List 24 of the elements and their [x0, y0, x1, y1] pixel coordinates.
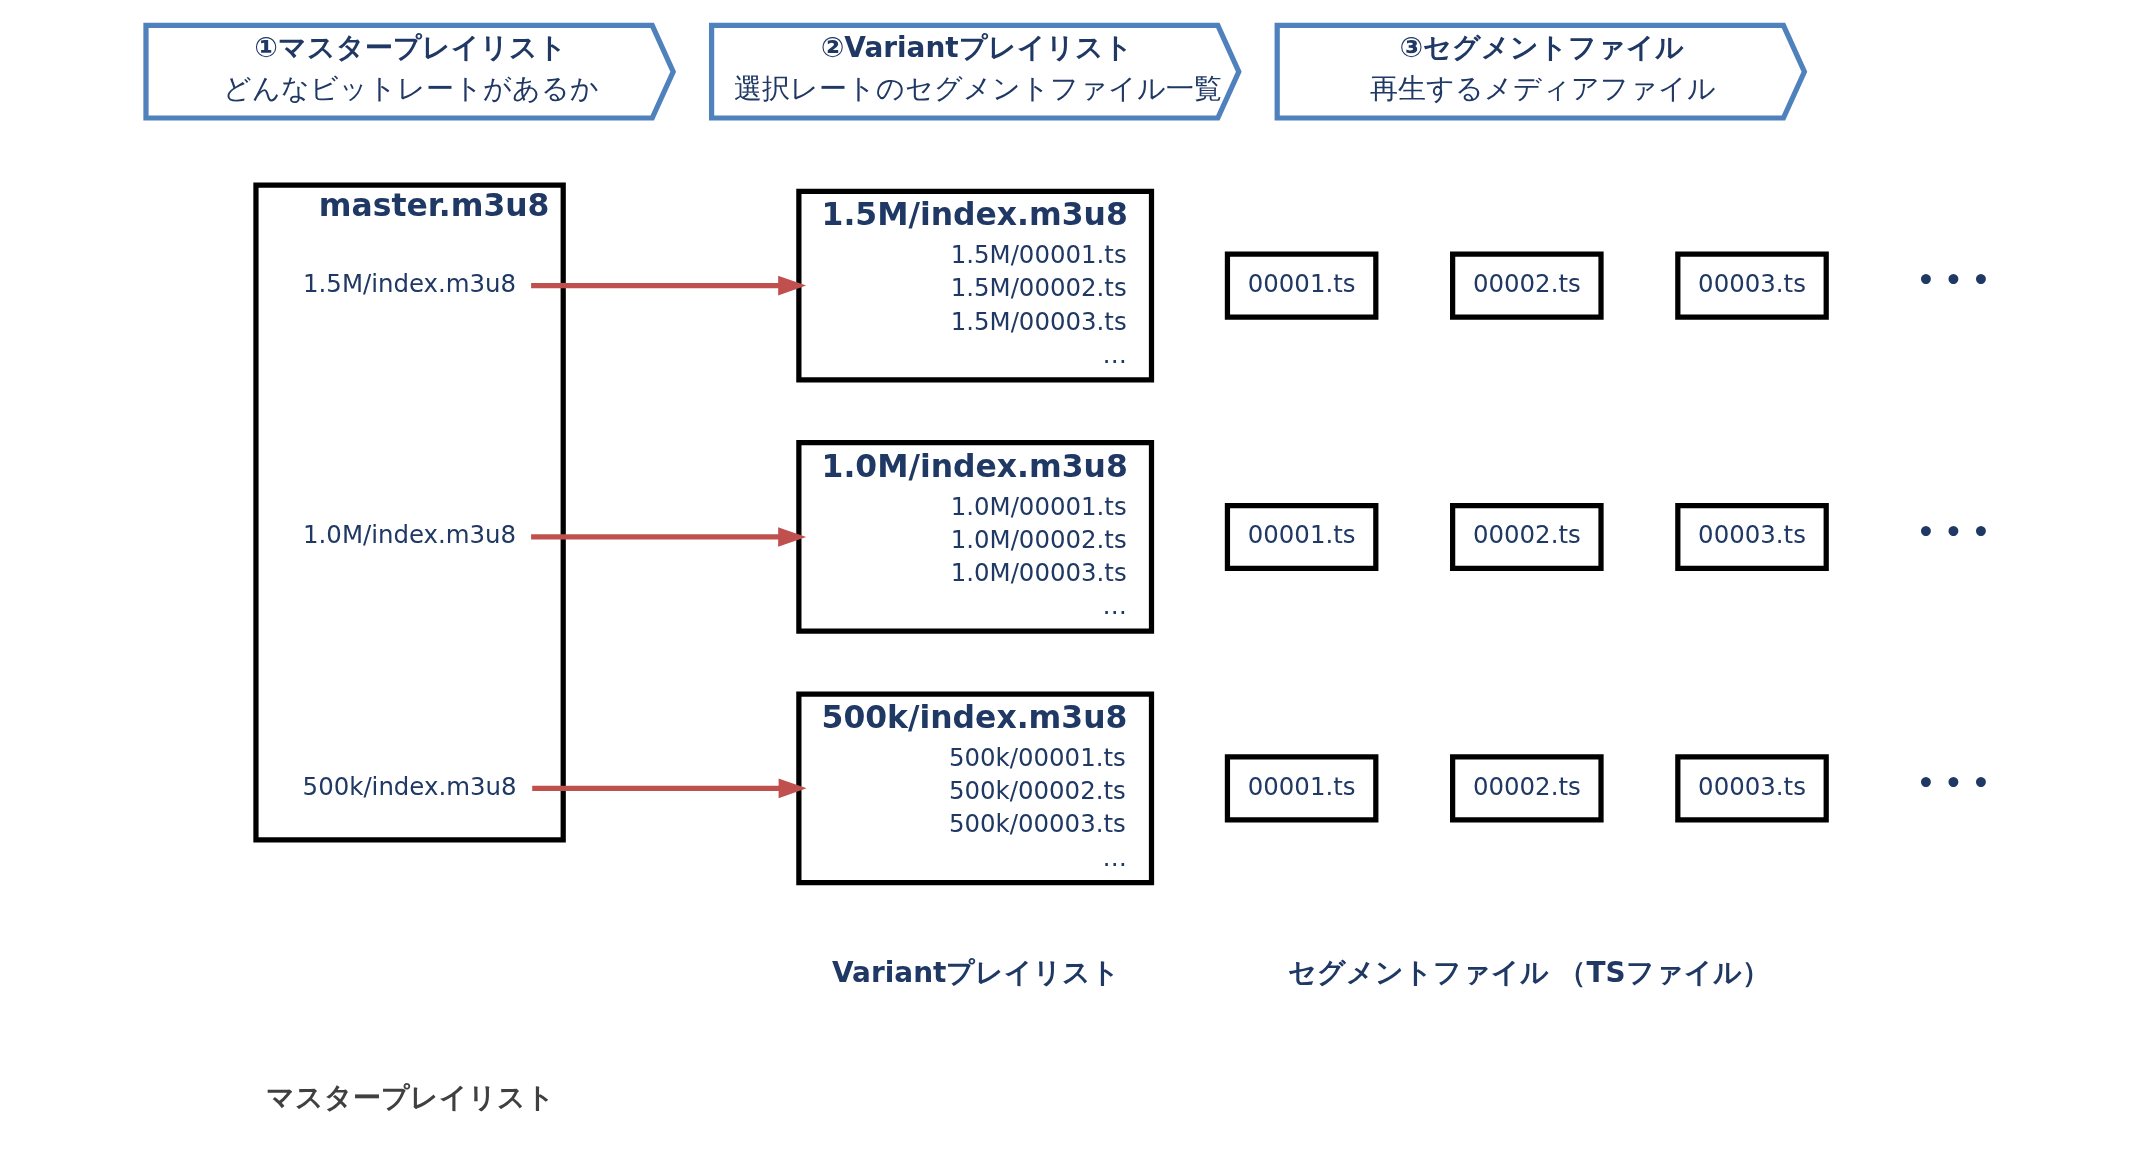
node-text: 500k/index.m3u8: [302, 771, 517, 801]
arrow: [532, 778, 807, 799]
node-text: 1.5M/index.m3u8: [303, 269, 517, 299]
node-box: 00003.ts: [1675, 754, 1829, 823]
label: • • •: [1916, 767, 1990, 801]
node-box: 1.5M/index.m3u8 1.5M/00001.ts 1.5M/00002.ts 1.5M/00003.ts …: [796, 188, 1155, 383]
label: セグメントファイル （TSファイル）: [1287, 955, 1770, 989]
node-box: 00002.ts: [1450, 754, 1604, 823]
arrow: [531, 527, 807, 547]
node-box: 1.0M/index.m3u8 1.0M/00001.ts 1.0M/00002.ts 1.0M/00003.ts …: [796, 440, 1155, 634]
node-box: 00002.ts: [1450, 502, 1604, 571]
label: マスタープレイリスト: [265, 1081, 555, 1115]
label: Variantプレイリスト: [832, 955, 1121, 989]
node-box: 00002.ts: [1450, 251, 1604, 320]
label: • • •: [1916, 264, 1990, 298]
node-box: 00003.ts: [1675, 502, 1829, 571]
node-box: 00001.ts: [1224, 502, 1379, 571]
label: • • •: [1916, 515, 1990, 549]
node-text: 1.0M/index.m3u8: [303, 520, 517, 550]
node-box: 00003.ts: [1675, 251, 1829, 320]
arrow: [531, 275, 807, 296]
node-box: 00001.ts: [1224, 251, 1379, 320]
node-box: 00001.ts: [1224, 754, 1379, 823]
node-box: 500k/index.m3u8 500k/00001.ts 500k/00002.ts 500k/00003.ts …: [796, 691, 1155, 886]
